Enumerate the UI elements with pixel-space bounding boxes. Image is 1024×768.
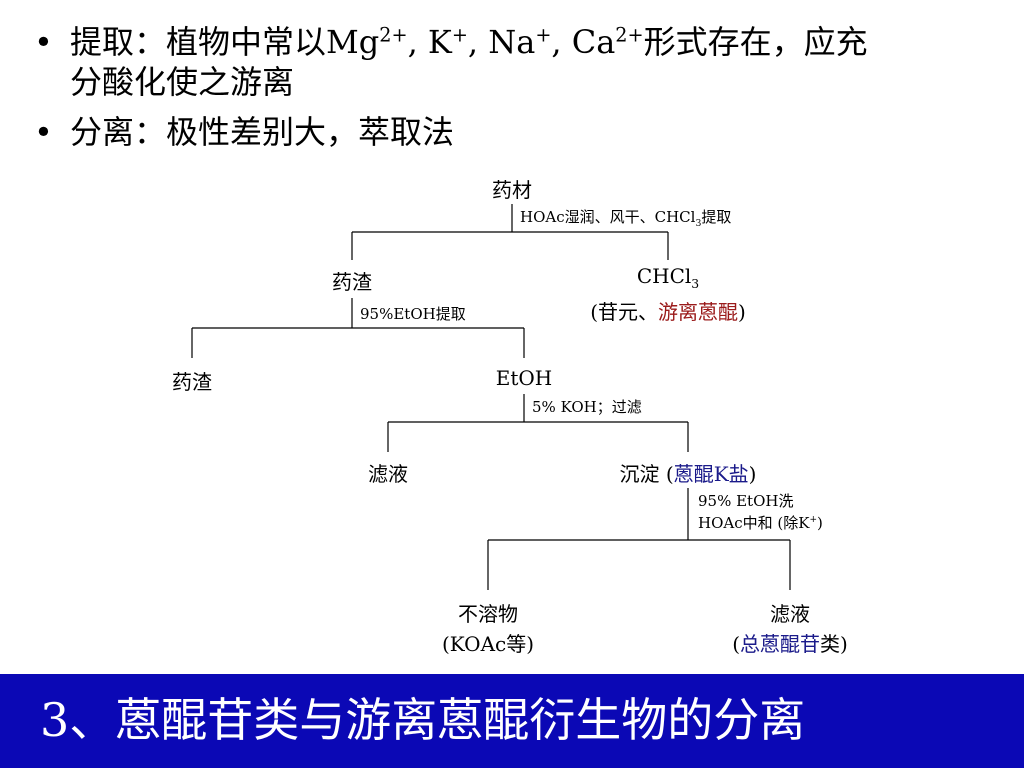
step-chcl3-extraction: HOAc湿润、风干、CHCl3提取 (520, 208, 732, 229)
bullet-list: • 提取：植物中常以Mg2+, K+, Na+, Ca2+形式存在，应充 分酸化… (30, 22, 1010, 162)
bullet-dot-icon: • (34, 23, 53, 61)
node-residue-1: 药渣 (332, 270, 372, 294)
flowchart-lines (191, 204, 791, 590)
step-koh-filter: 5% KOH；过滤 (532, 398, 642, 416)
node-filtrate-1: 滤液 (368, 462, 408, 486)
node-filtrate-2-note: (总蒽醌苷类) (732, 632, 848, 656)
title-banner: 3、蒽醌苷类与游离蒽醌衍生物的分离 (0, 674, 1024, 768)
node-chcl3-note: (苷元、游离蒽醌) (590, 300, 746, 324)
slide-title: 3、蒽醌苷类与游离蒽醌衍生物的分离 (40, 693, 806, 747)
bullet-dot-icon: • (34, 113, 53, 151)
step-hoac-neutralize: HOAc中和 (除K+) (698, 514, 823, 532)
ion-na: Na+, (488, 23, 572, 61)
ion-ca: Ca2+ (571, 23, 644, 61)
bullet-line2: 分酸化使之游离 (70, 63, 295, 101)
node-residue-2: 药渣 (172, 370, 212, 394)
node-etoh: EtOH (495, 366, 553, 390)
bullet-text: 分离：极性差别大，萃取法 (70, 113, 455, 151)
bullet-item-separation: • 分离：极性差别大，萃取法 (30, 112, 1010, 152)
node-precipitate: 沉淀 (蒽醌K盐) (619, 462, 757, 486)
node-chcl3: CHCl3 (636, 264, 700, 291)
node-filtrate-2: 滤液 (770, 602, 810, 626)
ion-k: K+, (427, 23, 489, 61)
bullet-suffix: 形式存在，应充 (643, 23, 868, 61)
node-insoluble: 不溶物 (458, 602, 518, 626)
bullet-item-extraction: • 提取：植物中常以Mg2+, K+, Na+, Ca2+形式存在，应充 分酸化… (30, 22, 1010, 102)
bullet-prefix: 提取：植物中常以 (70, 23, 327, 61)
step-etoh-extraction: 95%EtOH提取 (360, 305, 466, 323)
node-insoluble-note: (KOAc等) (441, 632, 535, 656)
node-raw-material: 药材 (492, 178, 532, 202)
step-etoh-wash: 95% EtOH洗 (698, 492, 794, 510)
ion-mg: Mg2+, (326, 23, 428, 61)
